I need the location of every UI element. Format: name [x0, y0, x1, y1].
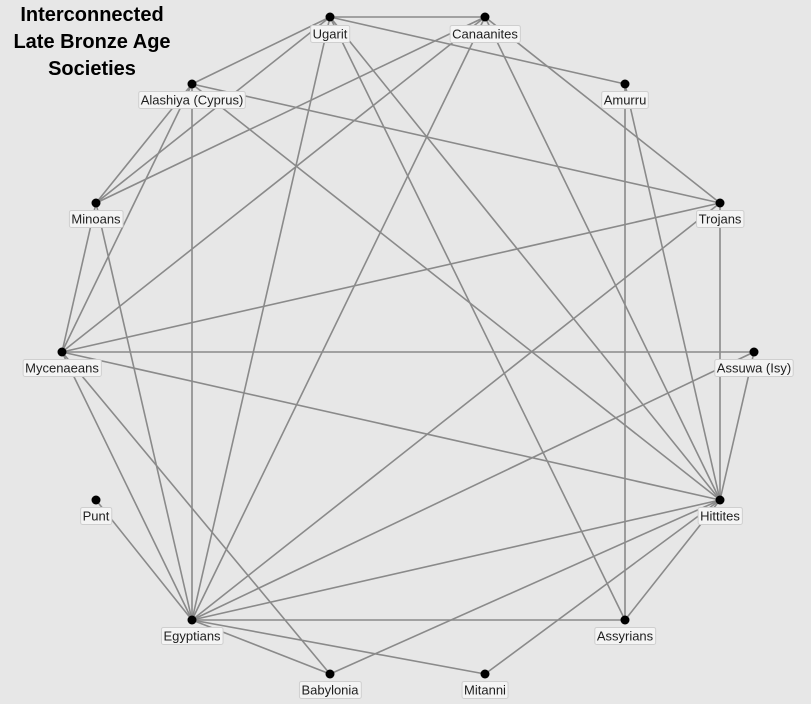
node-dot-mycenaeans [57, 347, 67, 357]
node-label-bg-assuwa [714, 358, 794, 377]
node-mycenaeans: Mycenaeans [22, 347, 102, 377]
edge-canaanites-egyptians [191, 16, 486, 621]
edge-ugarit-hittites [329, 16, 721, 501]
node-egyptians: Egyptians [160, 615, 224, 645]
node-assyrians: Assyrians [594, 615, 657, 645]
title-line-3: Societies [48, 58, 136, 80]
edge-canaanites-hittites [484, 16, 721, 501]
node-label-mycenaeans: Mycenaeans [25, 360, 99, 375]
node-dot-babylonia [325, 669, 335, 679]
edge-amurru-hittites [624, 83, 721, 501]
node-label-bg-hittites [697, 506, 743, 525]
node-label-bg-alashiya [138, 90, 246, 109]
edge-hittites-egyptians [191, 499, 721, 621]
node-dot-canaanites [480, 12, 490, 22]
edge-ugarit-egyptians [191, 16, 331, 621]
node-label-bg-mycenaeans [22, 358, 102, 377]
node-label-bg-trojans [696, 209, 745, 228]
node-label-bg-egyptians [160, 626, 224, 645]
node-label-alashiya: Alashiya (Cyprus) [141, 92, 244, 107]
node-dot-assyrians [620, 615, 630, 625]
node-label-minoans: Minoans [71, 211, 121, 226]
node-dot-alashiya [187, 79, 197, 89]
node-dot-mitanni [480, 669, 490, 679]
node-dot-ugarit [325, 12, 335, 22]
node-dot-minoans [91, 198, 101, 208]
edge-ugarit-alashiya [191, 16, 331, 85]
node-label-ugarit: Ugarit [313, 26, 348, 41]
node-minoans: Minoans [68, 198, 124, 228]
node-dot-amurru [620, 79, 630, 89]
node-label-amurru: Amurru [604, 92, 647, 107]
edge-canaanites-mycenaeans [61, 16, 486, 353]
edges-layer [61, 16, 755, 675]
node-punt: Punt [80, 495, 113, 525]
title-line-2: Late Bronze Age [13, 31, 171, 53]
node-dot-egyptians [187, 615, 197, 625]
node-label-punt: Punt [83, 508, 110, 523]
node-dot-assuwa [749, 347, 759, 357]
node-label-canaanites: Canaanites [452, 26, 518, 41]
edge-ugarit-amurru [329, 16, 626, 85]
node-label-babylonia: Babylonia [301, 682, 359, 697]
title-line-1: Interconnected [20, 4, 164, 26]
node-label-egyptians: Egyptians [163, 628, 221, 643]
node-dot-hittites [715, 495, 725, 505]
edge-ugarit-minoans [95, 16, 331, 204]
node-hittites: Hittites [697, 495, 743, 525]
node-label-bg-amurru [601, 90, 649, 109]
edge-trojans-egyptians [191, 202, 721, 621]
edge-assuwa-egyptians [191, 351, 755, 621]
node-label-hittites: Hittites [700, 508, 740, 523]
edge-hittites-mitanni [484, 499, 721, 675]
edge-mycenaeans-egyptians [61, 351, 193, 621]
node-label-bg-minoans [68, 209, 124, 228]
edge-mycenaeans-hittites [61, 351, 721, 501]
node-dot-trojans [715, 198, 725, 208]
edge-alashiya-trojans [191, 83, 721, 204]
node-mitanni: Mitanni [461, 669, 509, 699]
edge-canaanites-minoans [95, 16, 486, 204]
edge-mycenaeans-trojans [61, 202, 721, 353]
node-label-bg-assyrians [594, 626, 657, 645]
node-label-bg-ugarit [310, 24, 351, 43]
node-label-assyrians: Assyrians [597, 628, 654, 643]
node-label-assuwa: Assuwa (Isy) [717, 360, 791, 375]
node-assuwa: Assuwa (Isy) [714, 347, 794, 377]
node-canaanites: Canaanites [449, 12, 521, 43]
node-label-bg-punt [80, 506, 113, 525]
node-label-bg-babylonia [298, 680, 362, 699]
edge-minoans-egyptians [95, 202, 193, 621]
node-trojans: Trojans [696, 198, 745, 228]
node-ugarit: Ugarit [310, 12, 351, 43]
node-label-mitanni: Mitanni [464, 682, 506, 697]
node-label-bg-canaanites [449, 24, 521, 43]
edge-canaanites-trojans [484, 16, 721, 204]
edge-egyptians-mitanni [191, 619, 486, 675]
node-babylonia: Babylonia [298, 669, 362, 699]
node-label-bg-mitanni [461, 680, 509, 699]
edge-ugarit-assyrians [329, 16, 626, 621]
node-label-trojans: Trojans [699, 211, 742, 226]
edge-alashiya-hittites [191, 83, 721, 501]
edge-hittites-babylonia [329, 499, 721, 675]
node-amurru: Amurru [601, 79, 649, 109]
node-dot-punt [91, 495, 101, 505]
edge-alashiya-mycenaeans [61, 83, 193, 353]
diagram-title: Interconnected Late Bronze Age Societies [2, 2, 182, 83]
node-alashiya: Alashiya (Cyprus) [138, 79, 246, 109]
